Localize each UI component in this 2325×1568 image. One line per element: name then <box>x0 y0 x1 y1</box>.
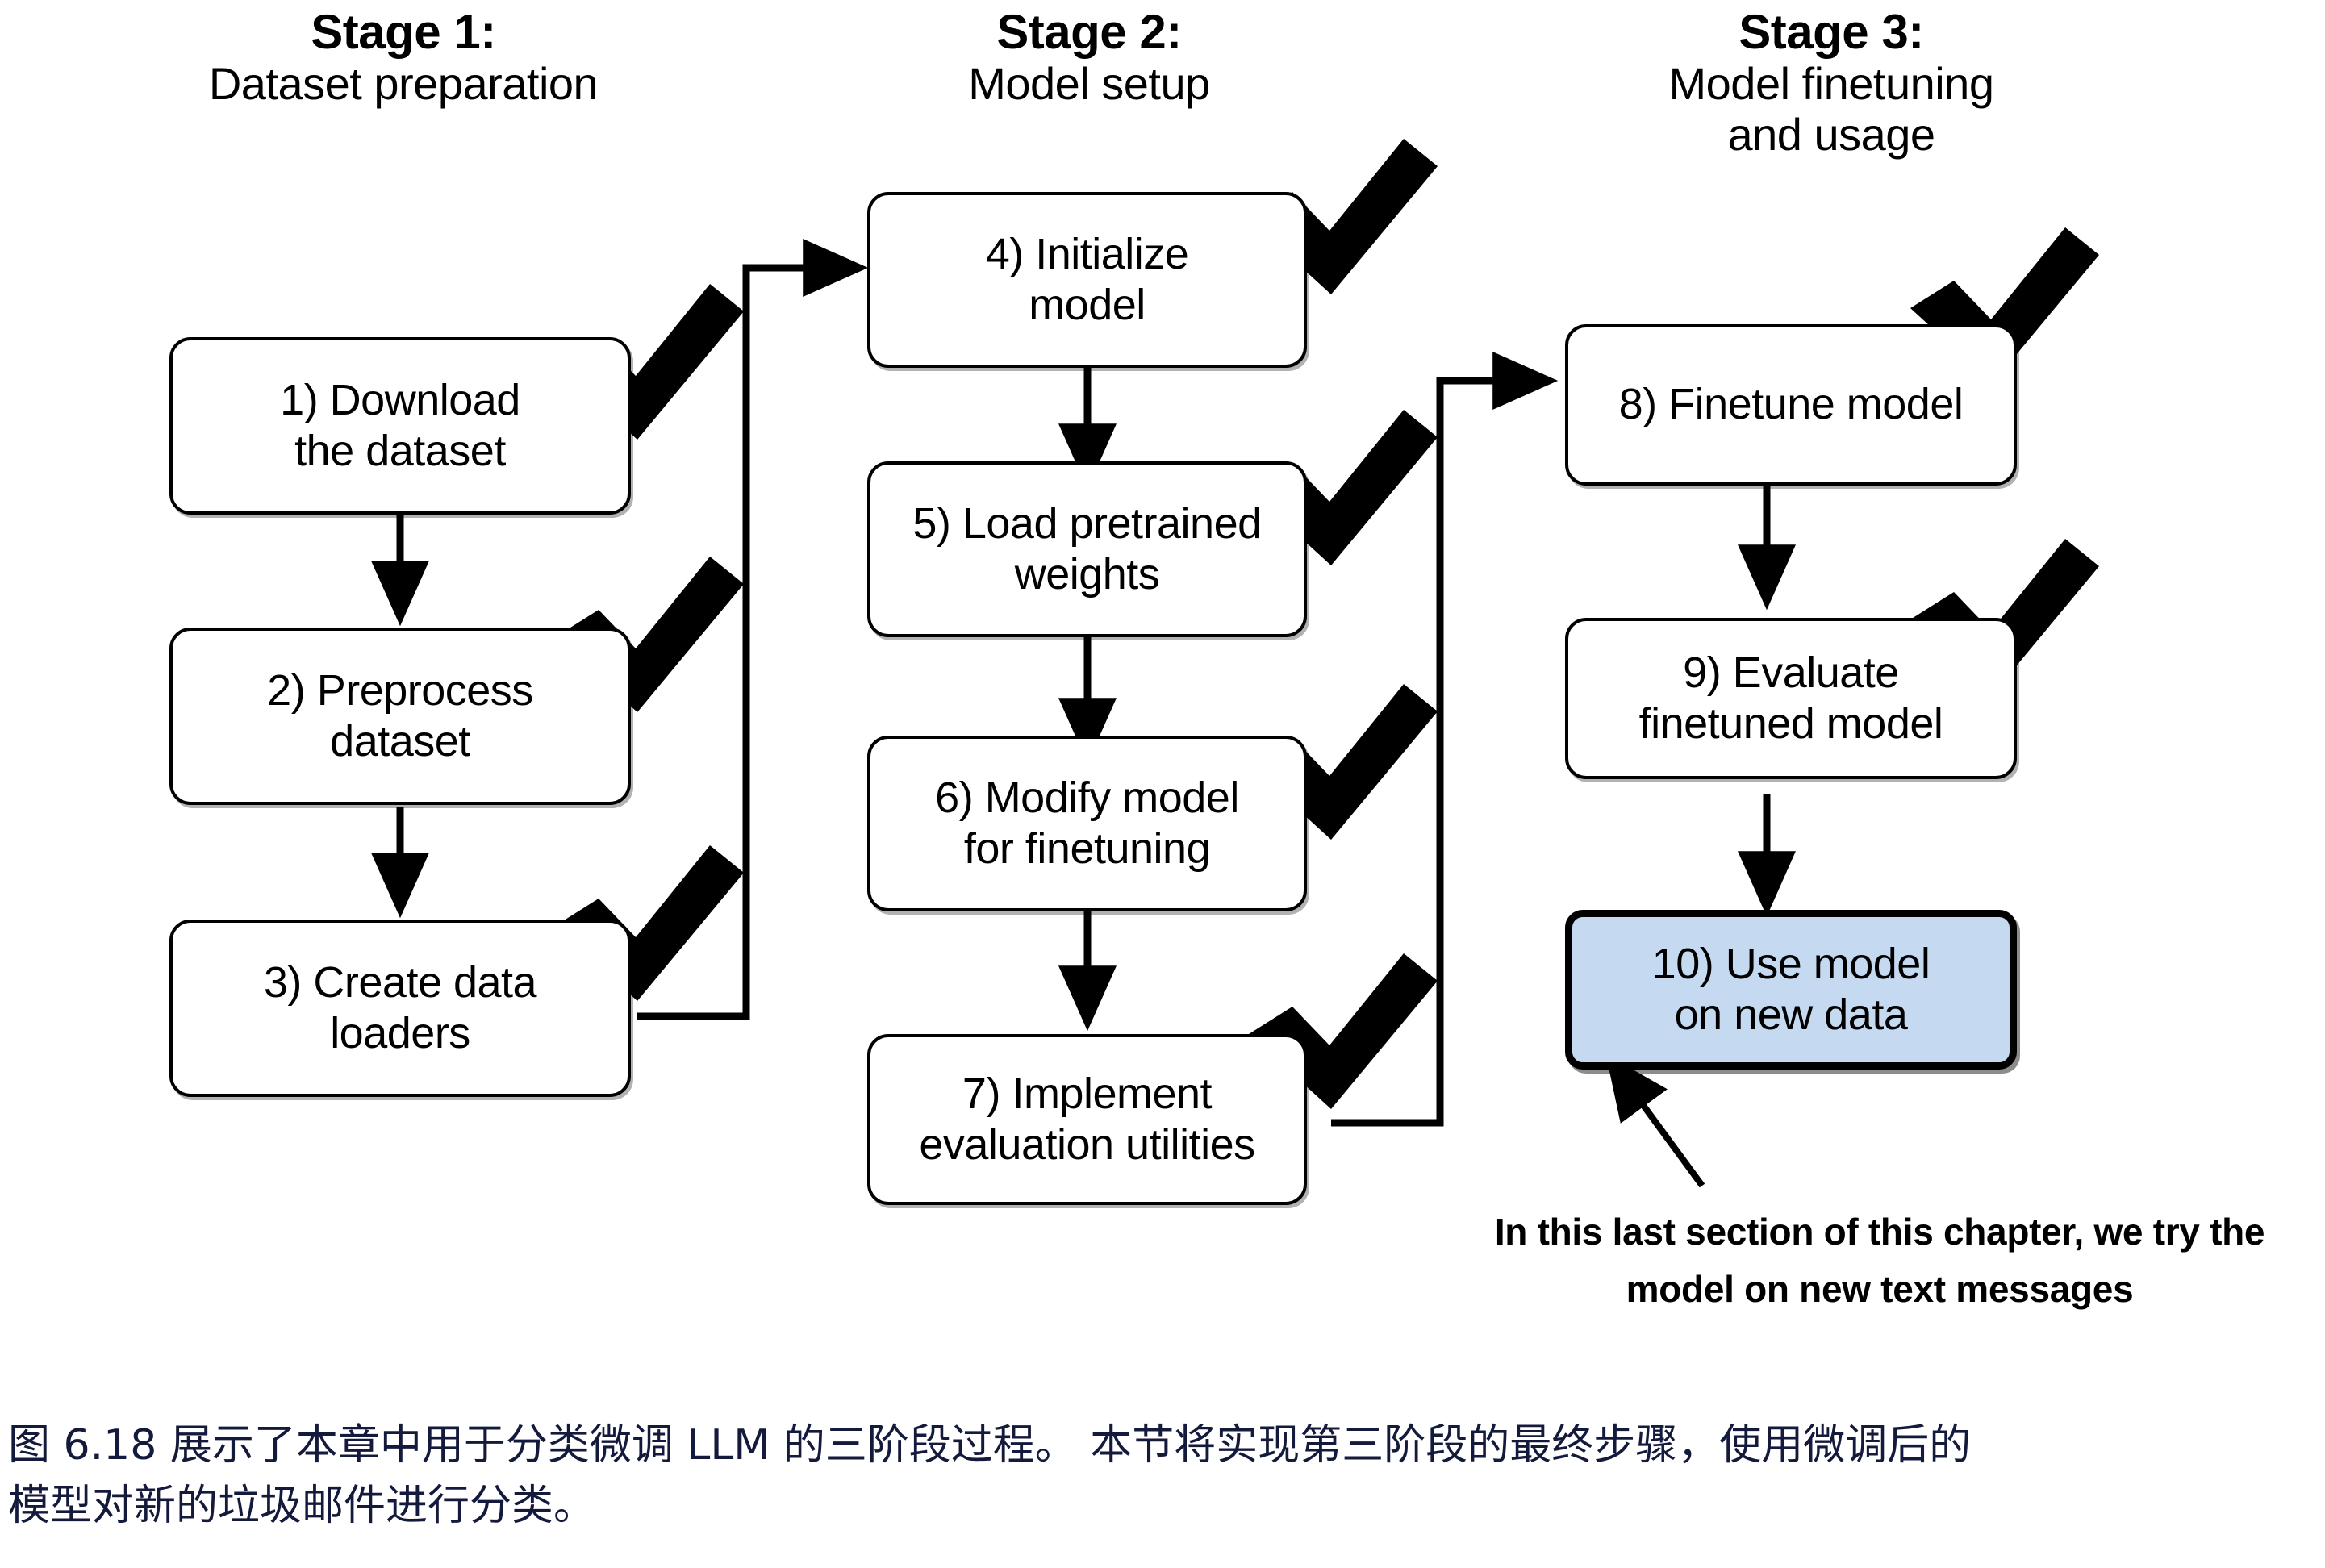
node-5-load-pretrained-weights[interactable]: 5) Load pretrained weights <box>867 461 1307 637</box>
node-8-finetune-model[interactable]: 8) Finetune model <box>1565 324 2017 486</box>
connector-stage1-to-stage2 <box>637 239 869 1020</box>
figure-caption: 图 6.18 展示了本章中用于分类微调 LLM 的三阶段过程。 本节将实现第三阶… <box>8 1416 2307 1537</box>
node-8-line-1: 8) Finetune model <box>1618 380 1964 429</box>
node-3-line-1: 3) Create data <box>263 957 537 1007</box>
stage-3-subtitle-line-1: Model finetuning <box>1668 58 1994 110</box>
node-6-line-2: for finetuning <box>963 824 1211 873</box>
node-5-line-1: 5) Load pretrained <box>912 498 1262 548</box>
caption-line-1: 图 6.18 展示了本章中用于分类微调 LLM 的三阶段过程。 本节将实现第三阶… <box>8 1421 1972 1470</box>
stage-1-subtitle-line: Dataset preparation <box>208 58 599 110</box>
annotation-line-1: In this last section of this chapter, we… <box>1494 1211 2265 1253</box>
stage-3-title: Stage 3: Model finetuning and usage <box>1484 5 2178 161</box>
node-5-line-2: weights <box>1014 550 1160 598</box>
node-9-line-1: 9) Evaluate <box>1683 648 1899 697</box>
node-1-line-1: 1) Download <box>280 375 520 424</box>
stage-1-title-line: Stage 1: <box>311 5 496 59</box>
node-6-modify-model-for-finetuning[interactable]: 6) Modify model for finetuning <box>867 736 1307 911</box>
stage-2-subtitle-line: Model setup <box>968 58 1210 110</box>
stage-3-subtitle-line-2: and usage <box>1727 108 1935 160</box>
annotation-line-2: model on new text messages <box>1626 1268 2134 1311</box>
node-10-line-2: on new data <box>1674 990 1908 1039</box>
node-4-line-2: model <box>1029 281 1146 329</box>
node-3-line-2: loaders <box>330 1009 470 1057</box>
node-1-download-the-dataset[interactable]: 1) Download the dataset <box>169 337 631 515</box>
annotation-pointer-arrow <box>1605 1054 1705 1188</box>
node-6-line-1: 6) Modify model <box>935 773 1239 822</box>
stage-2-title: Stage 2: Model setup <box>807 5 1371 110</box>
stage-1-title: Stage 1: Dataset preparation <box>97 5 710 110</box>
node-10-use-model-on-new-data[interactable]: 10) Use model on new data <box>1565 910 2017 1070</box>
node-3-create-data-loaders[interactable]: 3) Create data loaders <box>169 920 631 1097</box>
node-9-line-2: finetuned model <box>1638 699 1943 748</box>
annotation-text: In this last section of this chapter, we… <box>1444 1203 2315 1319</box>
node-9-evaluate-finetuned-model[interactable]: 9) Evaluate finetuned model <box>1565 618 2017 779</box>
node-7-implement-evaluation-utilities[interactable]: 7) Implement evaluation utilities <box>867 1034 1307 1205</box>
node-2-line-1: 2) Preprocess <box>267 665 533 715</box>
node-2-preprocess-dataset[interactable]: 2) Preprocess dataset <box>169 628 631 805</box>
node-2-line-2: dataset <box>330 717 470 765</box>
node-7-line-2: evaluation utilities <box>919 1120 1255 1169</box>
node-7-line-1: 7) Implement <box>962 1069 1213 1118</box>
flowchart-diagram: Stage 1: Dataset preparation Stage 2: Mo… <box>97 5 2315 1319</box>
node-10-line-1: 10) Use model <box>1651 939 1931 988</box>
node-4-line-1: 4) Initialize <box>985 229 1189 278</box>
stage-3-title-line: Stage 3: <box>1739 5 1924 59</box>
stage-2-title-line: Stage 2: <box>996 5 1182 59</box>
node-4-initialize-model[interactable]: 4) Initialize model <box>867 192 1307 368</box>
node-1-line-2: the dataset <box>294 427 506 475</box>
connector-stage2-to-stage3 <box>1331 352 1559 1127</box>
caption-line-2: 模型对新的垃圾邮件进行分类。 <box>8 1482 596 1531</box>
